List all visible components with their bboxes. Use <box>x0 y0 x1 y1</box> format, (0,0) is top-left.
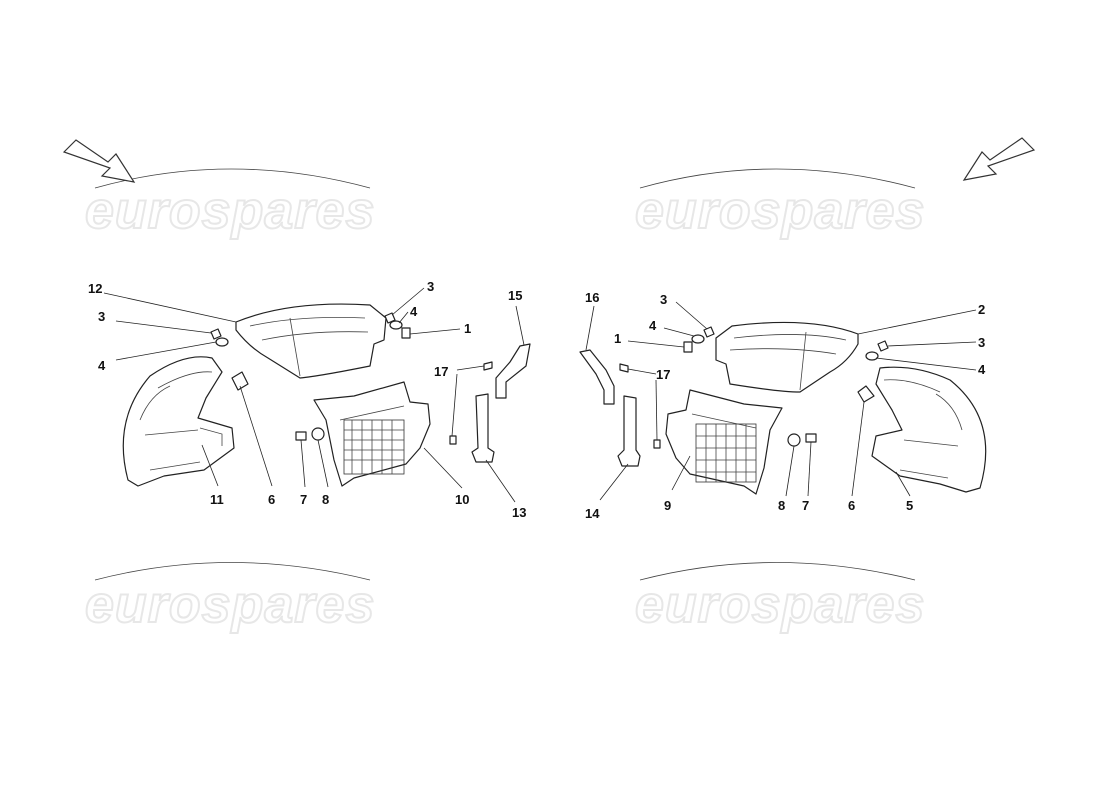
callout-6-left: 6 <box>268 492 275 507</box>
callout-4-upper-right: 4 <box>649 318 657 333</box>
callout-10: 10 <box>455 492 469 507</box>
right-assembly: 16 3 4 1 2 3 4 17 14 9 8 7 6 5 <box>579 290 987 521</box>
part-2-upper-liner <box>715 321 859 393</box>
callout-17-left: 17 <box>434 364 448 379</box>
callout-5: 5 <box>906 498 913 513</box>
callout-4-left: 4 <box>98 358 106 373</box>
part-16-duct <box>579 349 615 405</box>
left-assembly: 12 3 4 3 4 1 15 17 11 6 7 8 10 13 <box>88 279 531 520</box>
callout-3-left: 3 <box>98 309 105 324</box>
part-1-bracket-right <box>683 341 693 353</box>
part-7-bolt-right <box>805 433 817 443</box>
callout-13: 13 <box>512 505 526 520</box>
callout-6-right: 6 <box>848 498 855 513</box>
callout-14: 14 <box>585 506 600 521</box>
part-4-washer-left <box>215 337 229 347</box>
part-6-clip-right <box>857 385 875 403</box>
callout-4-right: 4 <box>978 362 986 377</box>
watermark-group: eurospares eurospares eurospares eurospa… <box>84 168 925 635</box>
callout-8-right: 8 <box>778 498 785 513</box>
callout-15: 15 <box>508 288 522 303</box>
callout-7-right: 7 <box>802 498 809 513</box>
watermark-top-right: eurospares <box>635 182 925 240</box>
part-3-screw-right <box>877 340 889 352</box>
part-5-wheel-arch-liner <box>871 366 987 493</box>
right-leader-lines <box>585 301 977 501</box>
part-4-washer-upper <box>389 320 403 330</box>
callout-8-left: 8 <box>322 492 329 507</box>
part-11-wheel-arch-liner <box>122 356 235 487</box>
callout-17-right: 17 <box>656 367 670 382</box>
direction-arrow-left-icon <box>62 139 136 183</box>
part-14-bracket <box>617 395 641 467</box>
callout-3-upper-right: 3 <box>660 292 667 307</box>
callout-16: 16 <box>585 290 599 305</box>
part-6-clip <box>231 371 249 391</box>
part-7-bolt-left <box>295 431 307 441</box>
callout-2: 2 <box>978 302 985 317</box>
part-8-nut-right <box>787 433 801 447</box>
part-17-screw-left <box>483 361 493 371</box>
callout-12: 12 <box>88 281 102 296</box>
part-17-pin-left <box>449 435 457 445</box>
part-15-duct <box>495 343 531 399</box>
part-10-heat-exchanger <box>313 381 431 487</box>
direction-arrow-right-icon <box>962 137 1036 181</box>
part-3-screw-upper <box>384 312 396 324</box>
callout-4-upper: 4 <box>410 304 418 319</box>
part-3-screw-upper-right <box>703 326 715 338</box>
watermark-top-left: eurospares <box>85 182 375 240</box>
watermark-bottom-right: eurospares <box>635 576 925 634</box>
part-4-washer-right <box>865 351 879 361</box>
left-leader-lines <box>103 287 525 503</box>
part-1-bracket <box>401 327 411 339</box>
part-17-screw-right <box>619 363 629 373</box>
callout-3-upper: 3 <box>427 279 434 294</box>
part-4-washer-upper-right <box>691 334 705 344</box>
part-17-pin-right <box>653 439 661 449</box>
callout-3-right: 3 <box>978 335 985 350</box>
callout-1-left: 1 <box>464 321 471 336</box>
callout-7-left: 7 <box>300 492 307 507</box>
callout-9: 9 <box>664 498 671 513</box>
part-13-bracket <box>471 393 495 463</box>
callout-11: 11 <box>210 492 224 507</box>
watermark-bottom-left: eurospares <box>85 576 375 634</box>
part-12-upper-liner <box>235 303 387 379</box>
part-9-heat-exchanger <box>665 389 783 495</box>
part-8-nut-left <box>311 427 325 441</box>
callout-1-right: 1 <box>614 331 621 346</box>
part-3-screw-left <box>210 328 222 340</box>
